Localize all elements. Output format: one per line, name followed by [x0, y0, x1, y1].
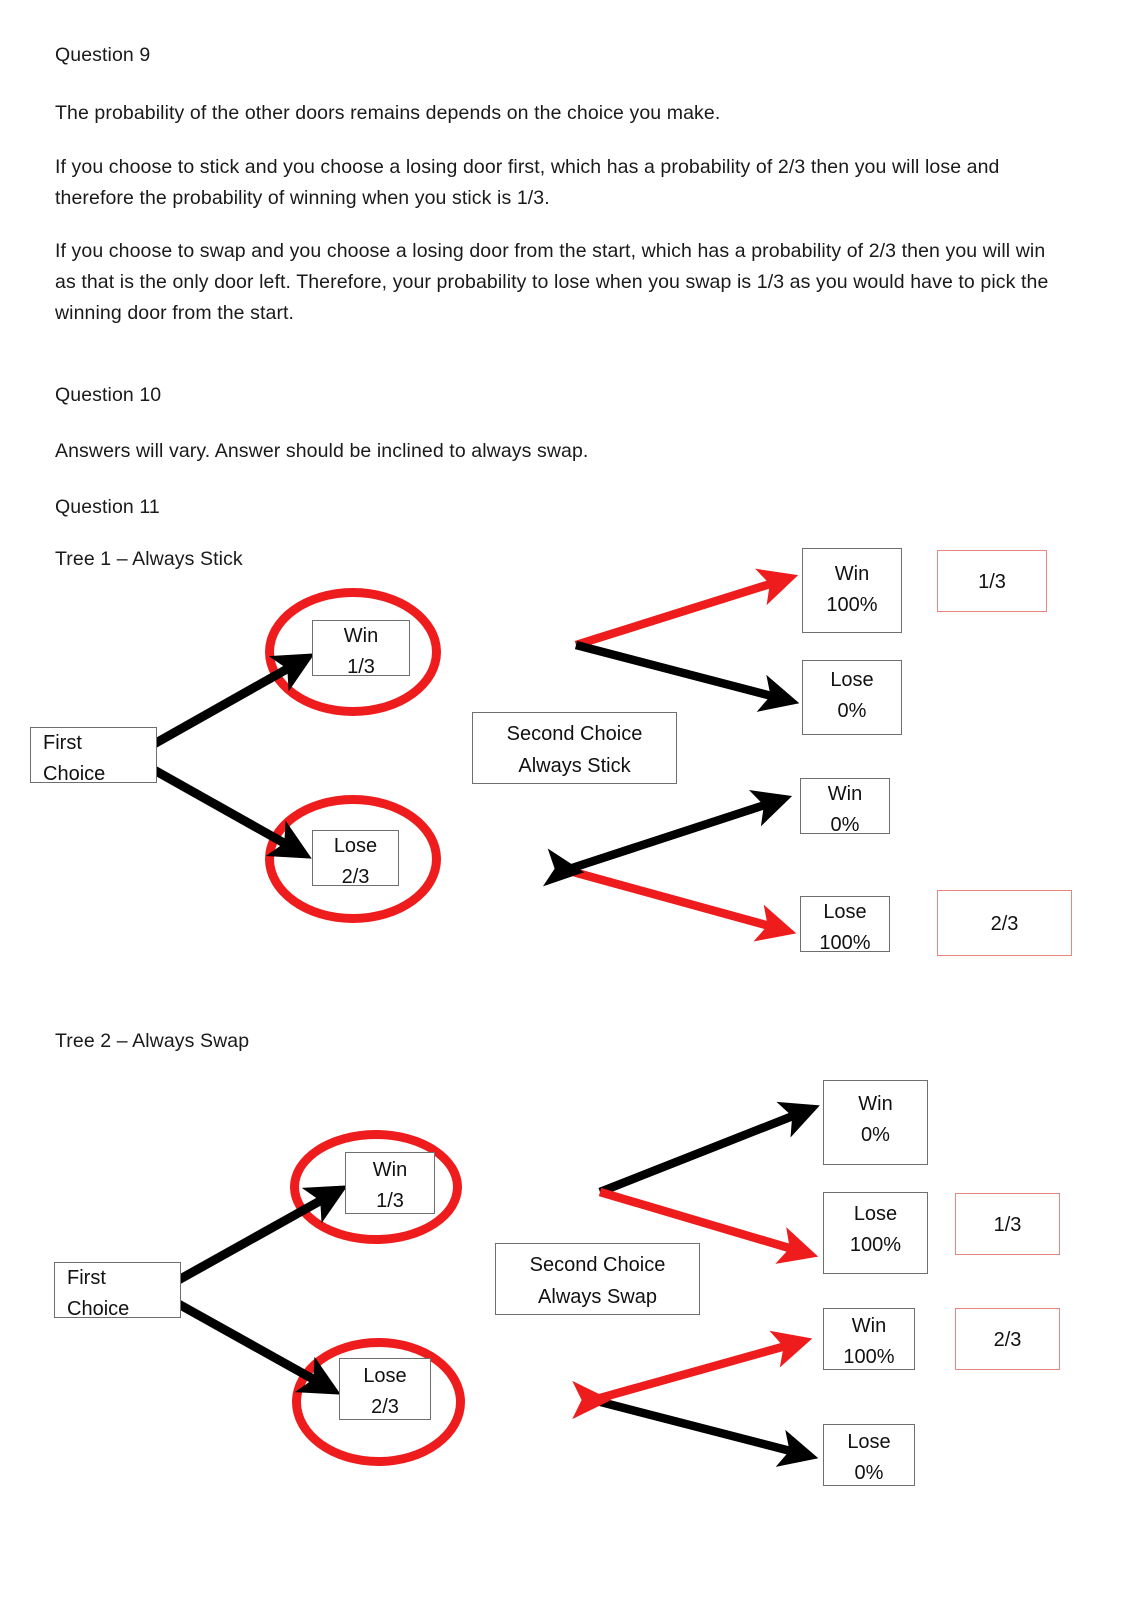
tree-2-lower-branch-edges [572, 1330, 819, 1467]
tree-2-outcome-3-line-2: 100% [843, 1346, 895, 1368]
tree-1-junction-cap [542, 848, 585, 887]
tree-2-lose-highlight-circle [292, 1338, 465, 1466]
tree-1-outcome-2-line-2: 0% [837, 700, 867, 722]
tree-2-outcome-node-4: Lose 0% [823, 1424, 915, 1486]
tree-2-fc-win-line-2: 1/3 [376, 1190, 404, 1212]
tree-1-outcome-node-1: Win 100% [802, 548, 902, 633]
tree-2-edge-lose0-path [591, 1395, 819, 1467]
tree-2-outcome-1-line-2: 0% [861, 1124, 890, 1146]
tree-2-first-choice-line-2: Choice [67, 1298, 130, 1318]
tree-1-fc-lose-line-1: Lose [333, 835, 378, 857]
tree-2-outcome-2-line-2: 100% [849, 1234, 902, 1256]
tree-2-first-choice-win-node: Win 1/3 [345, 1152, 435, 1214]
tree-2-outcome-1-line-1: Win [858, 1093, 893, 1115]
question-10-heading: Question 10 [55, 384, 162, 406]
tree-2-fc-win-line-1: Win [372, 1159, 408, 1181]
tree-2-result-box-2: 2/3 [955, 1308, 1060, 1370]
tree-1-first-choice-line-2: Choice [43, 763, 106, 783]
tree-1-edge-lose-path [574, 640, 800, 712]
tree-2-first-choice-node: First Choice [54, 1262, 181, 1318]
tree-1-edge-lose100-path [564, 865, 797, 942]
tree-1-fc-win-line-2: 1/3 [347, 656, 375, 676]
tree-1-outcome-2-line-1: Lose [830, 669, 874, 691]
tree-2-edge-win0-path [598, 1101, 820, 1196]
tree-1-outcome-3-line-2: 0% [830, 814, 860, 834]
tree-1-label: Tree 1 – Always Stick [55, 548, 243, 570]
tree-1-strategy-line-1: Second Choice [506, 723, 643, 745]
tree-1-edge-win0-path [564, 790, 793, 875]
tree-1-strategy-box: Second Choice Always Stick [472, 712, 677, 784]
tree-1-lose-highlight-circle [265, 795, 441, 923]
tree-1-first-choice-node: First Choice [30, 727, 157, 783]
tree-1-strategy-line-2: Always Stick [518, 755, 631, 777]
tree-1-result-box-2: 2/3 [937, 890, 1072, 956]
tree-2-result-box-1: 1/3 [955, 1193, 1060, 1255]
tree-1-outcome-4-line-2: 100% [819, 932, 871, 952]
question-9-paragraph-2: If you choose to stick and you choose a … [55, 156, 1000, 209]
question-9-paragraph-1: The probability of the other doors remai… [55, 102, 721, 124]
tree-1-outcome-4-line-1: Lose [823, 901, 867, 923]
tree-2-outcome-2-line-1: Lose [853, 1203, 898, 1225]
tree-1-result-box-1: 1/3 [937, 550, 1047, 612]
tree-1-first-choice-line-1: First [43, 732, 82, 754]
tree-2-first-choice-line-1: First [67, 1267, 106, 1289]
tree-2-upper-branch-edges [598, 1101, 820, 1264]
tree-2-win-highlight-circle [290, 1130, 462, 1244]
question-11-heading: Question 11 [55, 496, 160, 518]
tree-2-strategy-line-1: Second Choice [529, 1254, 666, 1276]
tree-2-fc-lose-line-1: Lose [363, 1365, 407, 1387]
tree-2-outcome-node-2: Lose 100% [823, 1192, 928, 1274]
tree-1-fc-lose-line-2: 2/3 [341, 866, 370, 886]
tree-1-outcome-node-3: Win 0% [800, 778, 890, 834]
tree-2-outcome-4-line-2: 0% [854, 1462, 884, 1484]
tree-1-fc-win-line-1: Win [343, 625, 379, 647]
question-9-heading: Question 9 [55, 44, 151, 66]
tree-2-outcome-3-line-1: Win [851, 1315, 887, 1337]
question-9-paragraph-3: If you choose to swap and you choose a l… [55, 240, 1049, 324]
tree-1-outcome-3-line-1: Win [827, 783, 863, 805]
tree-1-outcome-1-line-2: 100% [826, 594, 878, 616]
tree-2-fc-lose-line-2: 2/3 [371, 1396, 399, 1418]
tree-1-first-choice-lose-node: Lose 2/3 [312, 830, 399, 886]
tree-1-upper-branch-edges [574, 568, 800, 712]
tree-1-outcome-node-2: Lose 0% [802, 660, 902, 735]
tree-2-strategy-box: Second Choice Always Swap [495, 1243, 700, 1315]
tree-2-outcome-node-3: Win 100% [823, 1308, 915, 1370]
tree-1-outcome-node-4: Lose 100% [800, 896, 890, 952]
tree-1-edge-win-path [574, 568, 799, 650]
tree-2-outcome-4-line-1: Lose [847, 1431, 891, 1453]
tree-1-lower-branch-edges [542, 790, 797, 942]
tree-2-first-choice-lose-node: Lose 2/3 [339, 1358, 431, 1420]
tree-2-outcome-node-1: Win 0% [823, 1080, 928, 1165]
tree-2-label: Tree 2 – Always Swap [55, 1030, 250, 1052]
tree-2-edge-win100-path [591, 1330, 813, 1405]
tree-2-strategy-line-2: Always Swap [538, 1286, 657, 1308]
tree-1-win-highlight-circle [265, 588, 441, 716]
tree-1-first-choice-win-node: Win 1/3 [312, 620, 410, 676]
tree-1-outcome-1-line-1: Win [834, 563, 870, 585]
question-10-paragraph-1: Answers will vary. Answer should be incl… [55, 440, 589, 462]
